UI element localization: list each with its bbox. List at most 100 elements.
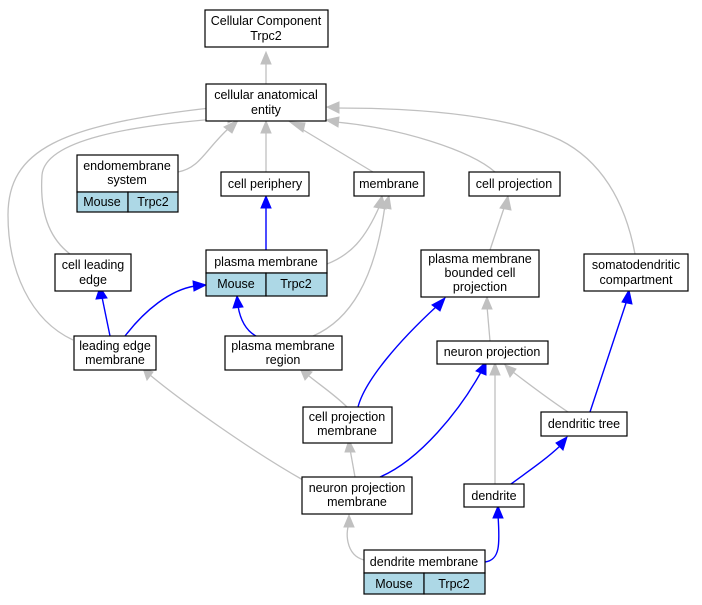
node-endomembrane-system[interactable]: endomembrane system Mouse Trpc2: [76, 154, 179, 213]
annotation-cell-gene: [423, 572, 486, 595]
arrow-cpm: [344, 438, 356, 453]
node-label-line2: compartment: [600, 273, 673, 287]
node-label-line2: system: [107, 173, 147, 187]
arrow-leading-edge: [95, 285, 108, 300]
edge-pmbcp-to-projection: [489, 204, 506, 251]
node-cell-projection-membrane[interactable]: cell projection membrane: [302, 406, 393, 444]
arrow-periphery: [260, 194, 272, 209]
node-cell-periphery[interactable]: cell periphery: [220, 171, 310, 197]
node-cell-leading-edge[interactable]: cell leading edge: [54, 253, 132, 292]
node-somatodendritic-compartment[interactable]: somatodendritic compartment: [583, 253, 689, 292]
edge-dt-to-np: [512, 371, 569, 413]
edge-lem-to-pm: [124, 285, 196, 337]
node-neuron-projection-membrane[interactable]: neuron projection membrane: [301, 476, 413, 515]
node-label-line1: cell periphery: [228, 177, 303, 191]
arrow-dendrite: [492, 504, 504, 519]
node-label-line1: dendrite: [471, 489, 516, 503]
node-label-line1: cell leading: [62, 258, 125, 272]
node-plasma-membrane-region[interactable]: plasma membrane region: [224, 335, 343, 371]
arrow-cae-membrane: [288, 121, 306, 133]
edge-dendrite-to-dt: [510, 445, 561, 485]
arrow-np-dendrite: [489, 361, 501, 376]
node-label-line1: plasma membrane: [231, 339, 335, 353]
arrow-dt: [555, 435, 568, 451]
node-dendrite[interactable]: dendrite: [463, 483, 525, 508]
edge-npm-to-cpm: [349, 448, 356, 478]
arrow-membrane-pmr: [379, 194, 392, 210]
node-label-line1: dendrite membrane: [370, 555, 478, 569]
annotation-gene-label: Trpc2: [137, 195, 169, 209]
node-label-line1: cell projection: [476, 177, 552, 191]
arrow-root: [260, 50, 272, 65]
part-of-edges: [101, 206, 628, 563]
arrow-npm: [343, 513, 355, 528]
node-label-line1: somatodendritic: [592, 258, 680, 272]
node-cellular-anatomical-entity[interactable]: cellular anatomical entity: [205, 83, 327, 122]
edge-membrane-to-cae: [299, 127, 374, 173]
node-label-line2: edge: [79, 273, 107, 287]
edge-lem-to-leading-edge: [101, 296, 111, 337]
node-plasma-membrane-bounded-cell-projection[interactable]: plasma membrane bounded cell projection: [420, 249, 540, 298]
node-label-line1: Cellular Component: [211, 14, 322, 28]
arrow-cae-somato: [325, 101, 340, 114]
node-label-line2: entity: [251, 103, 282, 117]
arrow-pmbcp: [481, 295, 493, 310]
node-cell-projection[interactable]: cell projection: [468, 171, 561, 197]
edge-lem-to-cae: [7, 107, 211, 341]
node-label-line1: plasma membrane: [428, 252, 532, 266]
edge-endo-to-cae: [177, 127, 230, 173]
arrow-pm-pmr: [232, 294, 244, 309]
node-dendrite-membrane[interactable]: dendrite membrane Mouse Trpc2: [363, 549, 486, 595]
node-label-line1: cell projection: [309, 410, 385, 424]
edge-npm-to-np: [379, 371, 482, 478]
node-plasma-membrane[interactable]: plasma membrane Mouse Trpc2: [205, 249, 328, 297]
node-label-line2: membrane: [85, 353, 145, 367]
is-a-edges: [7, 62, 636, 561]
edge-dm-to-npm: [346, 521, 365, 561]
node-label-line1: membrane: [359, 177, 419, 191]
annotation-gene-label: Trpc2: [280, 277, 312, 291]
edge-dt-to-somato: [589, 299, 628, 413]
edge-pmr-to-pm: [237, 305, 257, 337]
node-label-line1: leading edge: [79, 339, 151, 353]
node-dendritic-tree[interactable]: dendritic tree: [540, 411, 628, 437]
annotation-cell-gene: [127, 191, 179, 213]
node-label-line1: cellular anatomical: [214, 88, 318, 102]
edge-somato-to-cae: [335, 107, 636, 255]
arrow-np-npm: [475, 360, 487, 376]
node-label-line2: region: [266, 353, 301, 367]
node-leading-edge-membrane[interactable]: leading edge membrane: [73, 335, 157, 371]
node-label-line1: neuron projection: [444, 345, 541, 359]
node-neuron-projection[interactable]: neuron projection: [436, 340, 549, 365]
edge-cpm-to-pmbcp: [357, 305, 438, 408]
annotation-species-label: Mouse: [375, 577, 413, 591]
annotation-gene-label: Trpc2: [438, 577, 470, 591]
arrow-projection: [499, 194, 512, 211]
part-of-arrowheads: [95, 194, 633, 519]
edge-pm-to-membrane: [326, 204, 381, 265]
node-label-line1: neuron projection: [309, 481, 406, 495]
arrow-np-dt: [504, 364, 517, 378]
node-label-line1: dendritic tree: [548, 417, 620, 431]
annotation-cell-gene: [265, 272, 328, 297]
node-label-line3: projection: [453, 280, 507, 294]
edge-projection-to-cae: [335, 121, 496, 173]
arrow-somato: [621, 288, 633, 305]
arrow-pm-lem: [192, 280, 208, 292]
edge-pmr-to-membrane: [312, 204, 386, 337]
edge-cpm-to-pmr: [308, 375, 348, 408]
node-label-line1: endomembrane: [83, 159, 171, 173]
arrow-cae-periphery: [260, 119, 272, 134]
node-label-line1: plasma membrane: [214, 255, 318, 269]
node-label-line2: membrane: [327, 495, 387, 509]
arrow-pmbcp-cpm: [431, 296, 446, 312]
annotation-species-label: Mouse: [217, 277, 255, 291]
node-label-line2: membrane: [317, 424, 377, 438]
node-label-line2: bounded cell: [445, 266, 516, 280]
node-cellular-component[interactable]: Cellular Component Trpc2: [204, 9, 329, 48]
edge-leading-edge-to-cae: [40, 117, 231, 255]
node-membrane[interactable]: membrane: [353, 171, 425, 197]
arrow-cae-endo: [223, 118, 240, 134]
arrow-cae-projection: [324, 116, 340, 128]
